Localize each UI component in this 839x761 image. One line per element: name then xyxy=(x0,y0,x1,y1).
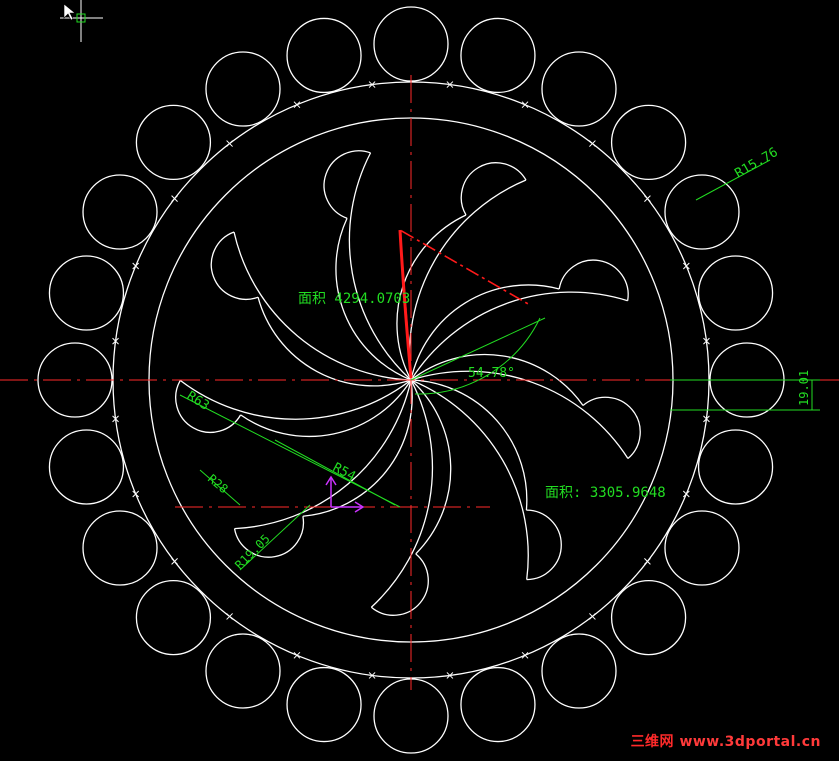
bead-circle xyxy=(286,666,362,743)
pinwheel-petals xyxy=(175,150,641,616)
bead-radius-dimension: R15.76 xyxy=(695,145,781,201)
bead-circle xyxy=(664,510,740,586)
petal xyxy=(410,259,629,381)
linear-dim-label: 19.01 xyxy=(797,370,811,406)
outer-bead-ring xyxy=(37,6,785,754)
bead-circle xyxy=(82,510,158,586)
r28-dimension: R28 xyxy=(199,469,241,506)
selection-arc xyxy=(398,229,413,379)
area-label-lower: 面积: 3305.9648 xyxy=(545,485,666,501)
petal xyxy=(323,150,412,381)
bead-circle xyxy=(205,633,281,709)
watermark-url: www.3dportal.cn xyxy=(679,734,821,750)
bead-circle xyxy=(48,429,125,505)
bead-circle xyxy=(286,17,362,94)
bead-circle xyxy=(373,678,449,754)
r28-label: R28 xyxy=(205,472,231,497)
linear-dimension: 19.01 xyxy=(670,370,820,411)
crosshair-cursor-icon xyxy=(60,0,103,42)
area-label-upper: 面积 4294.0703 xyxy=(298,291,410,307)
bead-circle xyxy=(460,17,536,94)
bead-circle xyxy=(697,255,774,331)
angle-dimension: 54.78° xyxy=(410,317,546,395)
angle-label: 54.78° xyxy=(468,366,515,381)
petal xyxy=(233,379,413,558)
bead-circle xyxy=(82,174,158,250)
bead-circle xyxy=(541,633,617,709)
petal xyxy=(370,379,452,616)
bead-radius-label: R15.76 xyxy=(733,145,781,181)
bead-circle xyxy=(610,579,687,656)
bead-circle xyxy=(460,666,536,743)
r63-label: R63 xyxy=(184,389,212,414)
petal xyxy=(410,379,562,581)
ucs-icon xyxy=(325,475,365,513)
bead-circle xyxy=(205,51,281,127)
bead-circle xyxy=(135,104,212,181)
watermark-cn: 三维网 xyxy=(630,734,675,750)
bead-circle xyxy=(373,6,449,82)
bead-circle xyxy=(664,174,740,250)
petal xyxy=(396,162,527,381)
petal xyxy=(210,231,412,387)
r54-dimension: R54 xyxy=(274,439,396,506)
site-watermark: 三维网 www.3dportal.cn xyxy=(631,731,821,751)
r19-dimension: R19.05 xyxy=(232,504,311,573)
bead-circle xyxy=(697,429,774,505)
bead-circle xyxy=(541,51,617,127)
r19-label: R19.05 xyxy=(232,532,273,573)
petal xyxy=(175,379,412,438)
bead-circle xyxy=(135,579,212,656)
bead-circle xyxy=(610,104,687,181)
petal xyxy=(410,353,641,460)
bead-circle xyxy=(48,255,125,331)
